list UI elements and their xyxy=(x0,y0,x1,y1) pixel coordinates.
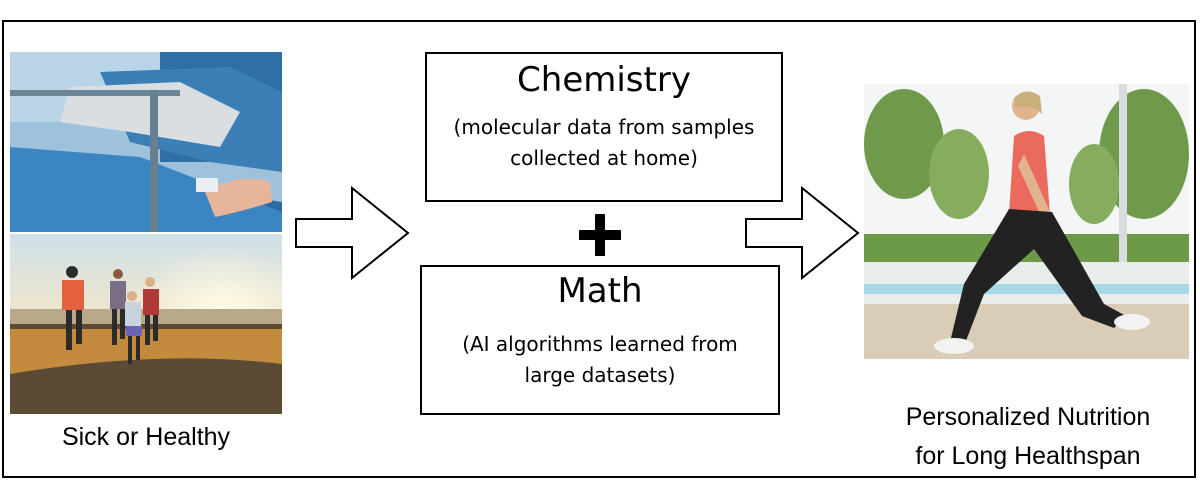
math-box: Math (AI algorithms learned from large d… xyxy=(420,265,780,415)
family-running-photo xyxy=(10,234,282,414)
math-title: Math xyxy=(557,271,643,311)
woman-exercising-photo xyxy=(864,84,1189,359)
chemistry-box: Chemistry (molecular data from samples c… xyxy=(425,52,783,202)
output-caption: Personalized Nutrition for Long Healthsp… xyxy=(862,398,1194,476)
plus-icon xyxy=(579,214,621,256)
chemistry-title: Chemistry xyxy=(517,60,691,100)
chemistry-description-line-1: (molecular data from samples xyxy=(453,115,755,139)
output-caption-line-1: Personalized Nutrition xyxy=(905,403,1151,431)
right-arrow-icon xyxy=(295,186,410,280)
hospital-patient-photo xyxy=(10,52,282,232)
math-description-line-1: (AI algorithms learned from xyxy=(462,332,738,356)
math-description-line-2: large datasets) xyxy=(524,363,676,387)
diagram-frame xyxy=(2,20,1196,478)
right-arrow-icon xyxy=(745,186,860,280)
output-caption-line-2: for Long Healthspan xyxy=(915,442,1141,470)
input-caption: Sick or Healthy xyxy=(61,423,231,451)
chemistry-description-line-2: collected at home) xyxy=(510,146,698,170)
